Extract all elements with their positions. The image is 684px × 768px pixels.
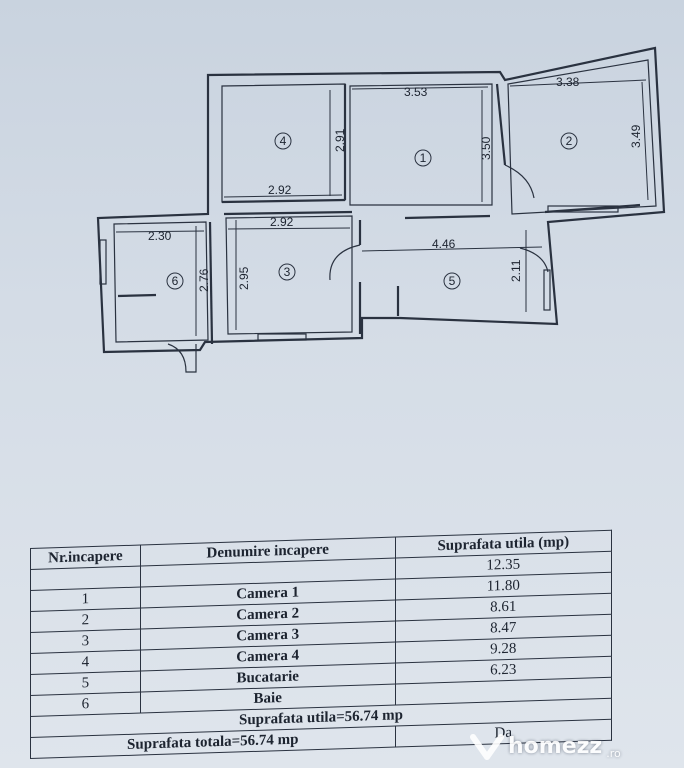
dim-4-width: 2.92 bbox=[268, 183, 292, 197]
dim-1-height: 3.50 bbox=[479, 136, 493, 160]
door-1-2 bbox=[504, 164, 535, 199]
wall-3-top bbox=[223, 210, 353, 216]
wall-6-right bbox=[208, 221, 214, 345]
dim-line-2-w bbox=[509, 79, 647, 87]
watermark-tld: .ro bbox=[606, 747, 621, 760]
dim-5-width: 4.46 bbox=[432, 237, 456, 251]
window-5 bbox=[543, 269, 551, 311]
watermark-brand: homezz bbox=[508, 733, 603, 759]
dim-6-width: 2.30 bbox=[148, 229, 172, 243]
room-5-marker bbox=[443, 272, 461, 290]
dim-line-5-w bbox=[361, 246, 543, 252]
dim-6-height: 2.76 bbox=[197, 268, 211, 292]
homezz-logo-icon bbox=[470, 734, 504, 760]
window-3 bbox=[257, 333, 307, 341]
room-2-number: 2 bbox=[566, 134, 573, 148]
room-3-marker bbox=[278, 263, 296, 281]
door-5 bbox=[519, 247, 549, 273]
wall-1-bottom bbox=[404, 214, 491, 220]
dim-2-height: 3.49 bbox=[629, 124, 643, 148]
room-3-outline bbox=[225, 215, 353, 335]
dim-5-height: 2.11 bbox=[509, 259, 523, 282]
door-3 bbox=[329, 244, 361, 281]
room-2-outline bbox=[507, 59, 657, 215]
room-6-number: 6 bbox=[172, 274, 179, 288]
door-6 bbox=[167, 343, 197, 373]
outer-wall bbox=[96, 46, 666, 354]
floor-plan: 3.53 3.50 3.38 3.49 2.92 2.91 2.92 2.95 … bbox=[96, 46, 666, 373]
dim-line-1-w bbox=[351, 86, 489, 90]
wall-1-2 bbox=[495, 83, 507, 166]
room-5-number: 5 bbox=[449, 274, 456, 288]
dim-4-height: 2.91 bbox=[333, 128, 347, 152]
window-2 bbox=[547, 205, 619, 213]
room-1-marker bbox=[414, 149, 432, 167]
partition-6 bbox=[117, 293, 157, 298]
room-4-outline bbox=[221, 83, 346, 203]
homezz-watermark: homezz .ro bbox=[470, 724, 684, 768]
room-4-marker bbox=[274, 132, 292, 150]
room-6-outline bbox=[113, 221, 209, 343]
dim-line-2-h bbox=[641, 81, 649, 201]
dim-line-6-w bbox=[115, 230, 205, 233]
dim-3-width: 2.92 bbox=[270, 215, 294, 229]
dim-line-4-w bbox=[223, 194, 343, 198]
room-1-outline bbox=[349, 83, 493, 206]
room-6-marker bbox=[166, 272, 184, 290]
window-6 bbox=[99, 239, 107, 285]
room-3-number: 3 bbox=[284, 265, 291, 279]
room-1-number: 1 bbox=[420, 151, 427, 165]
dim-line-3-w bbox=[227, 227, 351, 230]
dim-1-width: 3.53 bbox=[404, 85, 428, 99]
room-2-marker bbox=[560, 132, 578, 150]
dim-3-height: 2.95 bbox=[237, 266, 251, 290]
dim-2-width: 3.38 bbox=[556, 75, 580, 89]
room-4-number: 4 bbox=[280, 134, 287, 148]
